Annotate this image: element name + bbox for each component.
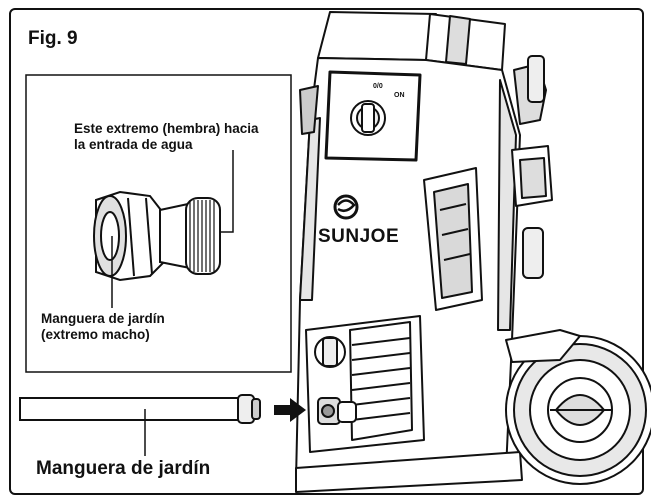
hose-connector — [93, 190, 221, 282]
pressure-washer — [295, 11, 651, 493]
brand-name: SUNJOE — [318, 226, 399, 247]
water-inlet — [317, 397, 357, 425]
male-end-callout: Manguera de jardín (extremo macho) — [41, 311, 165, 343]
female-end-callout: Este extremo (hembra) hacia la entrada d… — [74, 121, 259, 153]
switch-label-on: ON — [394, 92, 405, 99]
sunjoe-logo: SUNJOE — [318, 194, 399, 247]
wheel — [505, 335, 651, 485]
garden-hose — [19, 394, 261, 424]
switch-label-off: 0/0 — [373, 83, 383, 90]
leader-lines — [111, 150, 234, 308]
garden-hose-label: Manguera de jardín — [36, 458, 211, 479]
vent-grille — [349, 321, 413, 441]
figure-label: Fig. 9 — [28, 28, 78, 49]
arrow-icon — [274, 398, 306, 422]
